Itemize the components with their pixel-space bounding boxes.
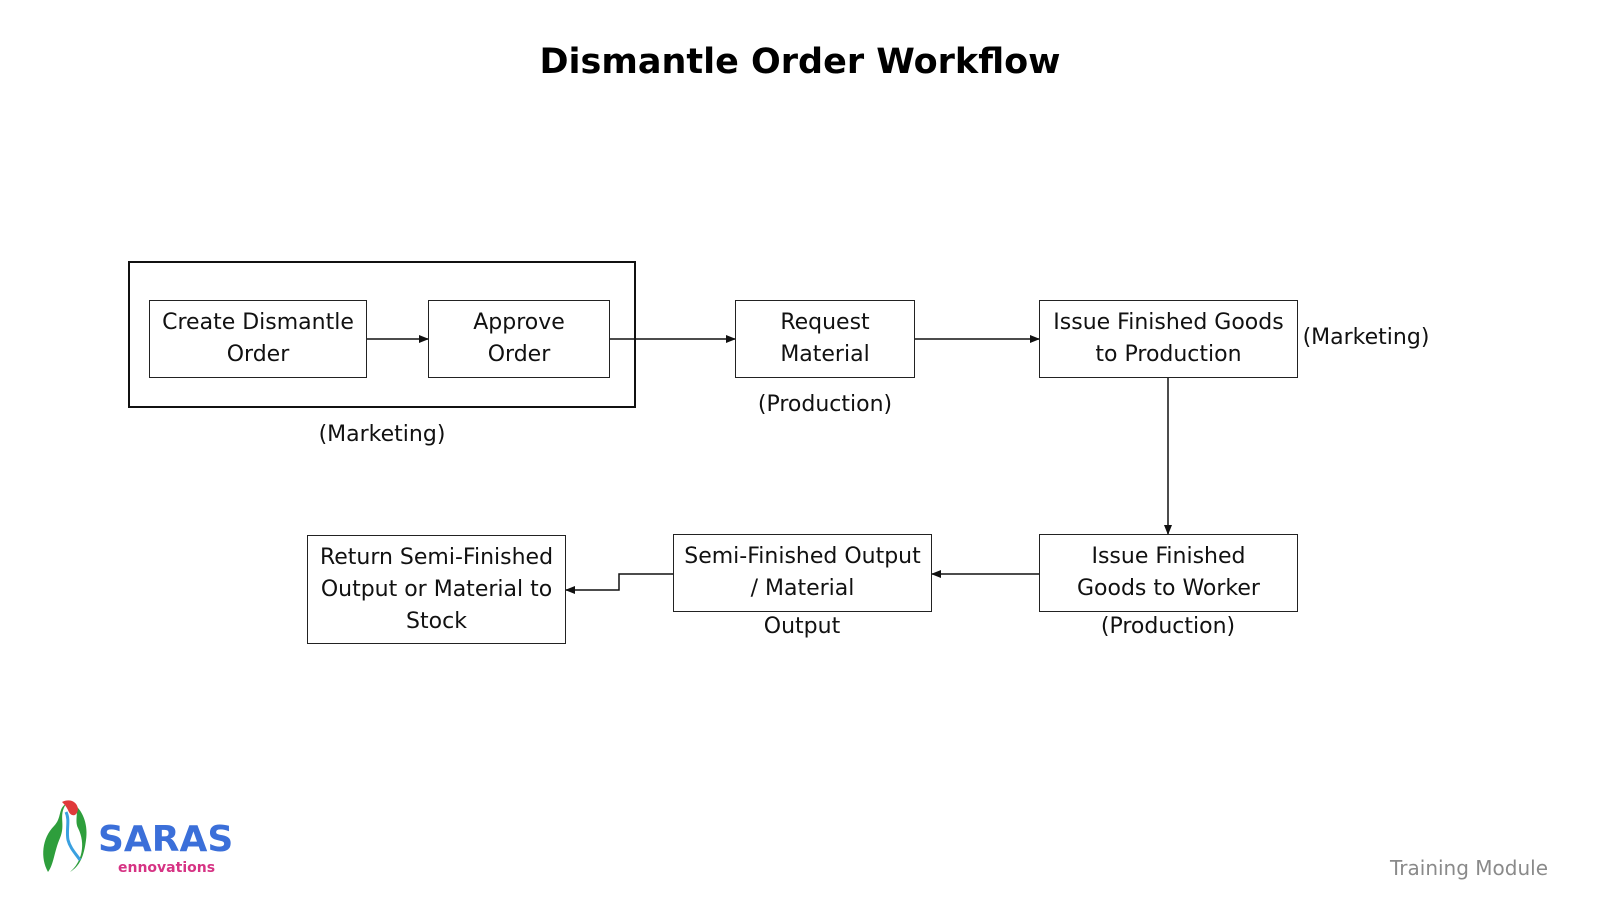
saras-logo-icon	[43, 800, 87, 872]
logo-tagline: ennovations	[118, 860, 216, 876]
node-request-material: Request Material	[735, 300, 915, 378]
logo-name: SARAS	[98, 819, 234, 860]
footer-label: Training Module	[1390, 856, 1548, 880]
node-issue-finished-goods-to-worker-label: Issue Finished Goods to Worker	[1077, 544, 1260, 601]
diagram-title: Dismantle Order Workflow	[539, 42, 1061, 82]
note-output: Output	[763, 614, 841, 639]
node-issue-finished-goods-to-production: Issue Finished Goods to Production	[1039, 300, 1298, 378]
node-return-semi-finished-output-label: Return Semi-Finished Output or Material …	[319, 544, 554, 634]
note-production-request: (Production)	[757, 392, 893, 417]
marketing-group-box	[128, 261, 636, 408]
node-approve-order: Approve Order	[428, 300, 610, 378]
node-issue-finished-goods-to-worker: Issue Finished Goods to Worker	[1039, 534, 1298, 612]
node-create-dismantle-order-label: Create Dismantle Order	[162, 310, 354, 367]
note-production-issue: (Production)	[1100, 614, 1236, 639]
note-marketing-group: (Marketing)	[318, 422, 446, 447]
note-marketing-issue: (Marketing)	[1302, 325, 1430, 350]
node-request-material-label: Request Material	[780, 310, 870, 367]
node-issue-finished-goods-to-production-label: Issue Finished Goods to Production	[1053, 310, 1284, 367]
node-approve-order-label: Approve Order	[473, 310, 565, 367]
edge-semi-finished-to-return	[565, 573, 673, 594]
node-create-dismantle-order: Create Dismantle Order	[149, 300, 367, 378]
node-semi-finished-output-material-label: Semi-Finished Output / Material	[684, 544, 921, 601]
node-semi-finished-output-material: Semi-Finished Output / Material	[673, 534, 932, 612]
node-return-semi-finished-output: Return Semi-Finished Output or Material …	[307, 535, 566, 644]
